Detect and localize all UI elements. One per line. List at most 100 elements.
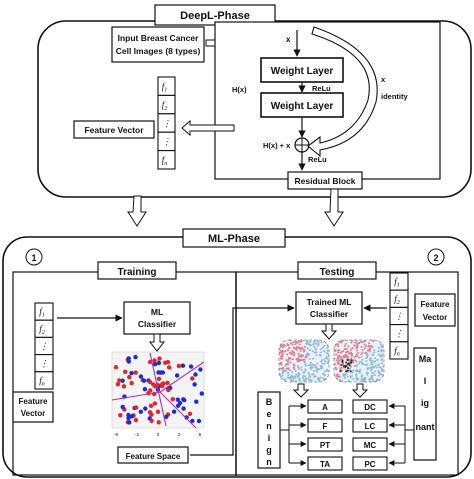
image-dot-pink (292, 341, 295, 344)
image-dot-blue (315, 354, 318, 357)
image-dot-blue (364, 364, 367, 366)
down-arrow-left (127, 195, 147, 227)
image-dot-pink (291, 350, 294, 353)
malignant-box (413, 347, 437, 461)
benign-letter: i (268, 433, 271, 443)
image-dot-blue (319, 351, 322, 354)
scatter-point-blue (164, 414, 169, 419)
training-panel: Training (12, 261, 237, 476)
image-dot-blue (370, 371, 373, 374)
image-dot-pink (302, 350, 305, 353)
image-dot-pink (287, 349, 289, 352)
image-dot-blue (360, 378, 363, 381)
feature-space-label-box (117, 446, 189, 464)
image-dot-blue (355, 364, 358, 367)
image-dot-blue (289, 369, 291, 372)
image-dot-pink (279, 351, 280, 354)
image-dot-blue (313, 345, 316, 348)
scatter-point-blue (181, 406, 186, 411)
testing-vector-entry: ⋮ (395, 311, 404, 321)
trained-classifier-line2: Classifier (310, 309, 349, 319)
image-dot-blue (368, 380, 371, 382)
image-dot-pink (365, 345, 368, 348)
image-dot-blue (381, 368, 384, 371)
image-dot-dark (348, 362, 351, 365)
deep-vector-entry: ⋮ (162, 137, 171, 147)
scatter-point-red (187, 411, 193, 416)
scatter-point-blue (175, 397, 180, 402)
image-dot-blue (307, 371, 310, 374)
feature-vector-hollow-arrow (181, 119, 235, 137)
benign-class-label: F (323, 422, 328, 431)
image-dot-dark (350, 359, 353, 362)
image-dot-pink (350, 357, 353, 360)
image-dot-blue (311, 366, 314, 369)
identity-skip-arrow (307, 26, 378, 158)
image-dot-blue (366, 363, 369, 366)
scatter-point-blue (196, 418, 202, 424)
image-dot-blue (380, 362, 383, 365)
scatter-point-blue (120, 404, 125, 410)
malignant-class-box (352, 418, 388, 433)
image-dot-blue (361, 358, 364, 361)
image-dot-blue (363, 377, 366, 380)
image-dot-blue (309, 375, 312, 378)
scatter-point-blue (177, 400, 183, 406)
image-dot-pink (343, 348, 346, 351)
image-dot-blue (315, 370, 318, 373)
scatter-point-blue (158, 370, 163, 375)
image-dot-pink (350, 354, 353, 357)
image-dot-blue (355, 360, 358, 363)
image-dot-blue (378, 371, 381, 374)
image-dot-blue (326, 349, 329, 352)
image-dot-blue (369, 357, 372, 360)
image-dot-blue (296, 366, 299, 369)
trained-classifier-box (295, 291, 363, 325)
image-dot-blue (364, 352, 367, 355)
malignant-class-label: MC (364, 441, 377, 450)
malignant-word: l (424, 376, 427, 386)
scatter-point-blue (126, 412, 131, 418)
scatter-point-blue (184, 415, 189, 420)
image-dot-blue (370, 365, 373, 368)
testing-vector-cell (389, 341, 409, 360)
image-dot-pink (363, 343, 366, 346)
relu-label-1: ReLu (312, 84, 331, 93)
image-dot-pink (343, 344, 346, 347)
image-dot-blue (344, 372, 347, 375)
image-dot-blue (359, 360, 362, 363)
image-dot-blue (312, 363, 315, 366)
image-dot-pink (293, 353, 296, 356)
image-dot-blue (367, 372, 369, 375)
image-dot-blue (307, 364, 310, 367)
training-vector-entry: ⋮ (40, 341, 49, 351)
benign-class-box (307, 437, 343, 452)
scatter-point-red (163, 360, 168, 365)
image-dot-pink (292, 366, 295, 369)
scatter-point-blue (199, 391, 204, 396)
testing-vector-word: Vector (423, 313, 447, 322)
image-dot-blue (326, 347, 329, 350)
image-dot-blue (315, 369, 318, 371)
image-dot-blue (304, 375, 306, 378)
image-dot-blue (304, 368, 307, 371)
image-dot-pink (335, 340, 337, 342)
image-dot-blue (305, 379, 307, 381)
scatter-point-red (129, 380, 134, 386)
malignant-class-label: PC (364, 460, 375, 469)
scatter-point-red (166, 387, 171, 393)
testing-feature-vector-label-box (414, 293, 456, 327)
training-vector-subscript: n (42, 381, 45, 387)
image-dot-pink (350, 341, 353, 344)
image-dot-pink (357, 341, 360, 344)
image-dot-pink (376, 340, 379, 341)
image-dot-blue (286, 376, 289, 379)
image-dot-blue (346, 375, 349, 378)
image-dot-pink (280, 355, 283, 358)
scatter-point-red (147, 379, 153, 385)
benign-class-label: A (322, 403, 328, 412)
